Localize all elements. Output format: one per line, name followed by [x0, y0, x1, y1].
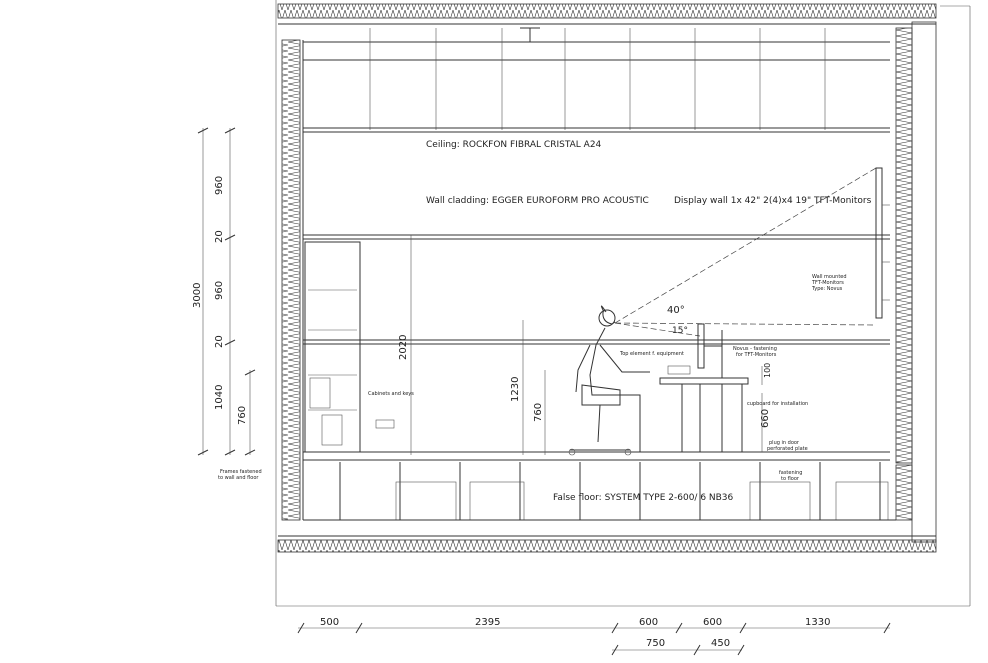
wall-mounted-label-3: Type: Novus [811, 286, 843, 292]
angle-40-label: 40° [667, 305, 685, 316]
left-wall-insulation [281, 39, 304, 521]
cupboard-label: cupboard for installation [747, 401, 808, 407]
dim-v-760-desk: 760 [533, 403, 544, 422]
roof-insulation [277, 3, 937, 25]
fastening-label-2: to floor [781, 476, 800, 482]
dim-v-2020: 2020 [398, 335, 409, 360]
operator-figure [568, 305, 656, 456]
dim-h-500: 500 [320, 617, 339, 628]
ceiling-label: Ceiling: ROCKFON FIBRAL CRISTAL A24 [426, 140, 602, 150]
dim-v-1230: 1230 [510, 377, 521, 402]
dim-h-600-a: 600 [639, 617, 658, 628]
top-element-label: Top element f. equipment [619, 351, 684, 357]
plug-label-1: plug in door [769, 440, 800, 446]
left-dimensions [197, 127, 256, 456]
interior-dimensions [410, 235, 763, 455]
dim-v-1040: 1040 [214, 385, 225, 410]
dim-h-450: 450 [711, 638, 730, 649]
dim-v-100: 100 [763, 363, 772, 378]
novus-label-1: Novus - fastening [733, 346, 777, 352]
wall-mounted-label-2: TFT-Monitors [811, 280, 844, 286]
dim-v-960-mid: 960 [214, 281, 225, 300]
dim-v-20-a: 20 [214, 230, 225, 243]
dim-h-1330: 1330 [805, 617, 830, 628]
dim-h-2395: 2395 [475, 617, 500, 628]
bottom-dimensions [297, 622, 891, 656]
wall-mounted-label-1: Wall mounted [812, 274, 847, 280]
wall-cladding-label: Wall cladding: EGGER EUROFORM PRO ACOUST… [426, 196, 649, 206]
cabinets-label: Cabinets and keys [368, 391, 414, 397]
ceiling-grid [303, 27, 890, 133]
floor-insulation [277, 535, 937, 553]
right-wall-insulation [895, 21, 937, 543]
display-wall [614, 167, 890, 337]
plug-label-2: perforated plate [767, 446, 808, 452]
desk-and-monitors [659, 323, 749, 453]
display-wall-label: Display wall 1x 42" 2(4)x4 19" TFT-Monit… [674, 196, 872, 206]
dim-v-960-top: 960 [214, 176, 225, 195]
dim-v-660: 660 [760, 409, 771, 428]
fastening-label-1: fastening [779, 470, 802, 476]
novus-label-2: for TFT-Monitors [736, 352, 777, 358]
false-floor-label: False floor: SYSTEM TYPE 2-600/ 6 NB36 [553, 493, 734, 503]
dim-h-600-b: 600 [703, 617, 722, 628]
frames-label-1: Frames fastened [220, 469, 262, 475]
dim-h-750: 750 [646, 638, 665, 649]
dim-v-20-b: 20 [214, 335, 225, 348]
false-floor-pedestals [303, 462, 896, 521]
dim-v-3000: 3000 [192, 283, 203, 308]
dim-v-760-left: 760 [237, 406, 248, 425]
cabinet [304, 241, 395, 453]
angle-15-label: 15° [672, 326, 688, 336]
frames-label-2: to wall and floor [218, 475, 259, 481]
